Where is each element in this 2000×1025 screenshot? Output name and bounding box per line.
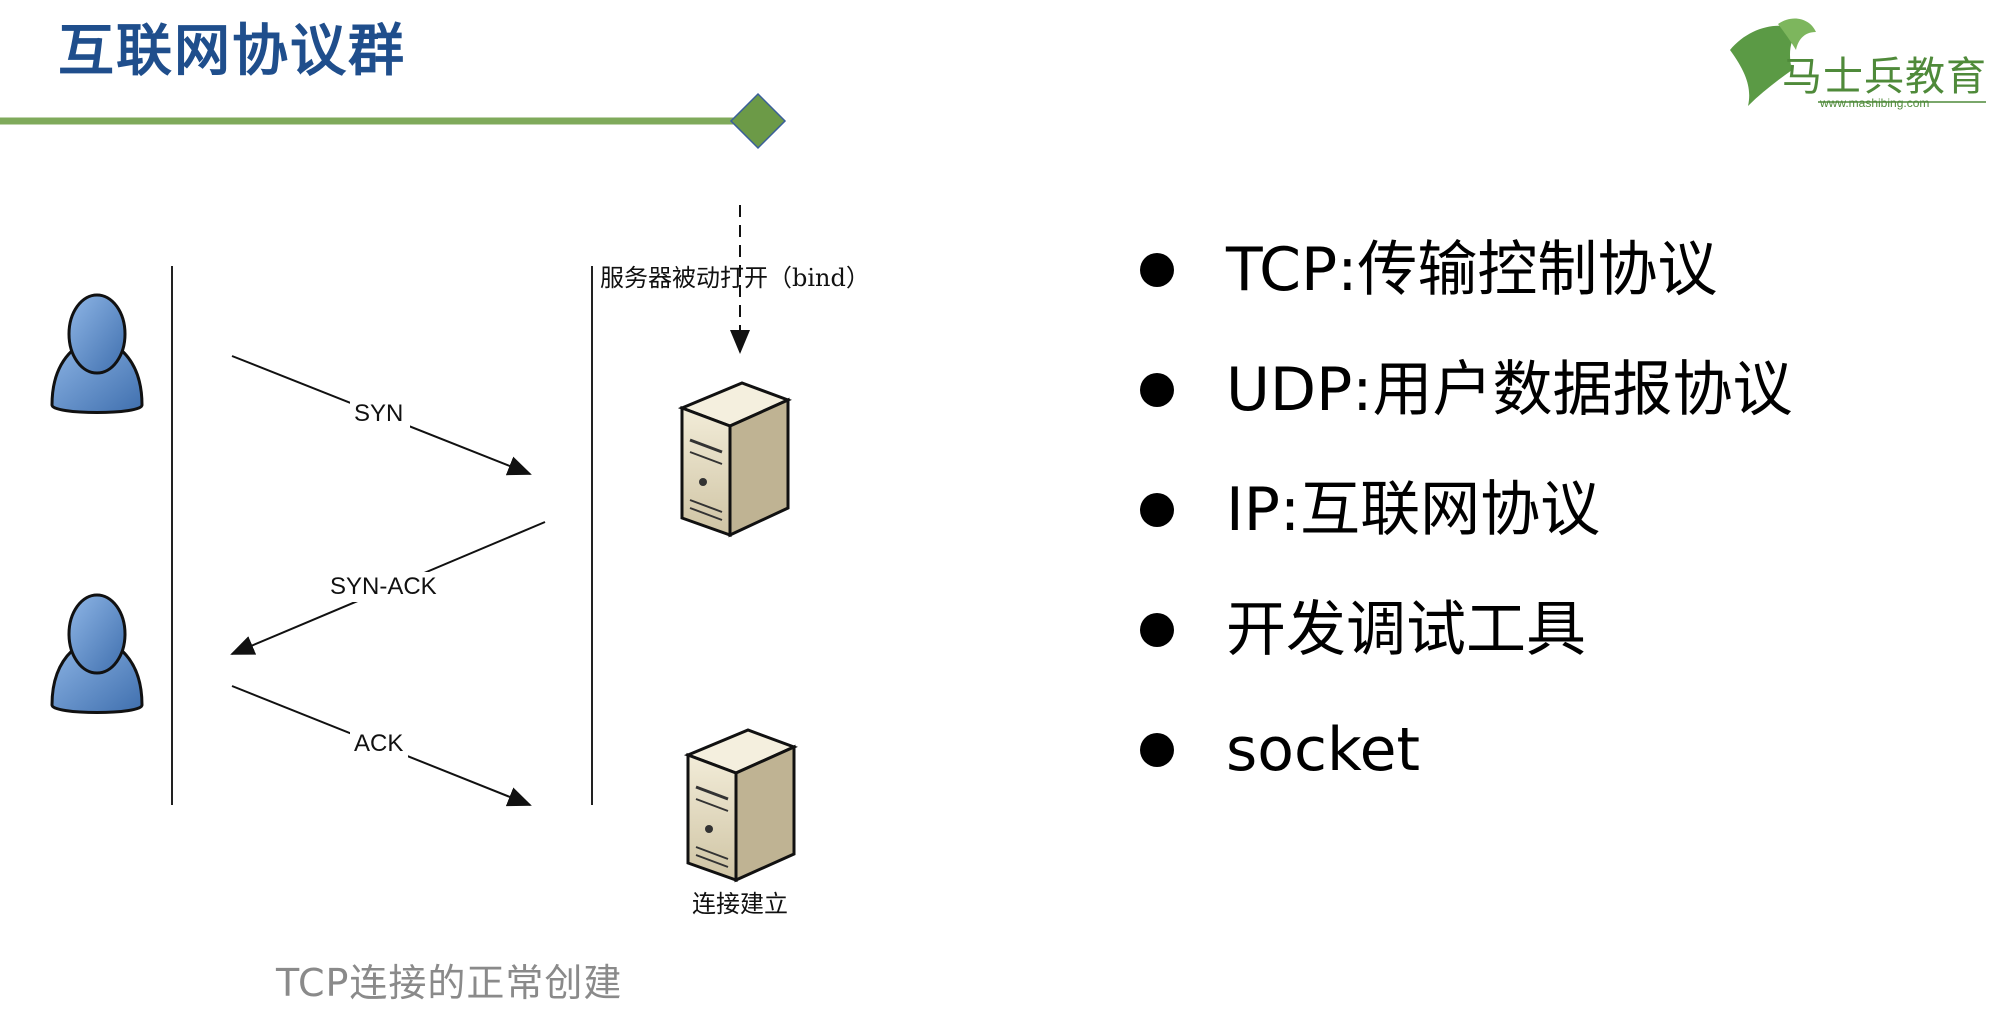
bullet-dot-icon xyxy=(1140,733,1174,767)
diagram-caption: TCP连接的正常创建 xyxy=(276,961,623,1005)
list-item-text: socket xyxy=(1226,715,1421,785)
list-item: socket xyxy=(1140,705,1793,825)
topic-list: TCP:传输控制协议 UDP:用户数据报协议 IP:互联网协议 开发调试工具 s… xyxy=(1140,225,1793,825)
client-person-icon-top xyxy=(50,293,144,414)
list-item: 开发调试工具 xyxy=(1140,585,1793,705)
page-title: 互联网协议群 xyxy=(58,19,406,84)
client-person-icon-bottom xyxy=(50,593,144,714)
list-item-text: TCP:传输控制协议 xyxy=(1226,235,1718,305)
list-item: UDP:用户数据报协议 xyxy=(1140,345,1793,465)
server-note: 服务器被动打开（bind） xyxy=(600,264,870,292)
bullet-dot-icon xyxy=(1140,493,1174,527)
bullet-dot-icon xyxy=(1140,253,1174,287)
logo-url: www.mashibing.com xyxy=(1820,96,1930,110)
bullet-dot-icon xyxy=(1140,373,1174,407)
syn-label: SYN xyxy=(354,400,403,427)
logo-horse-icon xyxy=(1730,18,1986,107)
syn-ack-label: SYN-ACK xyxy=(330,573,437,600)
list-item: TCP:传输控制协议 xyxy=(1140,225,1793,345)
logo-name: 马士兵教育 xyxy=(1782,54,1987,100)
bullet-dot-icon xyxy=(1140,613,1174,647)
header-diamond xyxy=(729,92,787,150)
list-item-text: IP:互联网协议 xyxy=(1226,475,1601,545)
list-item-text: 开发调试工具 xyxy=(1226,595,1586,665)
server-icon-top xyxy=(677,381,792,538)
list-item: IP:互联网协议 xyxy=(1140,465,1793,585)
server-icon-bottom xyxy=(683,728,798,883)
ack-label: ACK xyxy=(354,730,403,757)
established-label: 连接建立 xyxy=(692,890,788,918)
list-item-text: UDP:用户数据报协议 xyxy=(1226,355,1793,425)
